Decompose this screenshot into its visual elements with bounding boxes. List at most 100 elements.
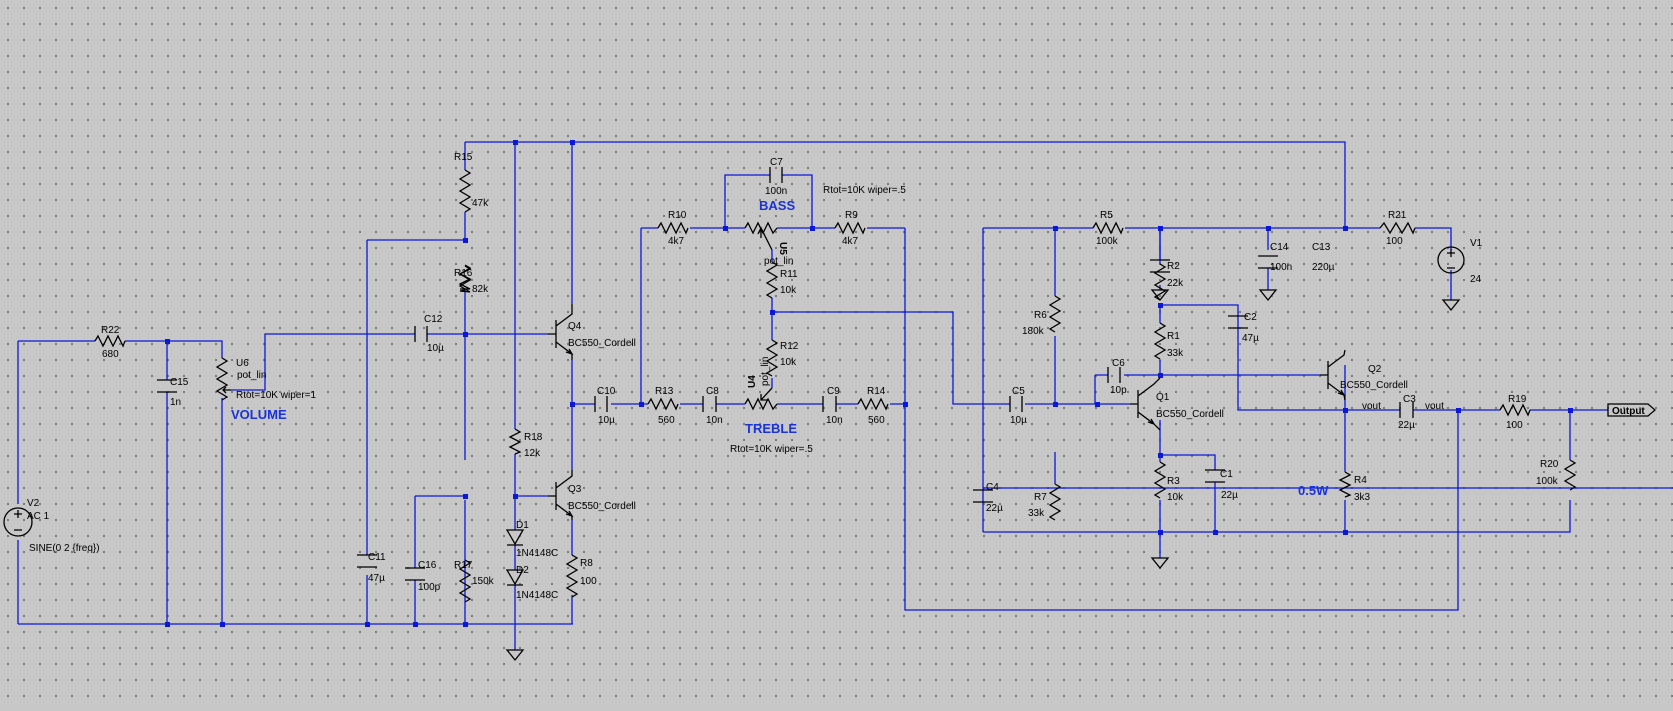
- r13-value: 560: [658, 415, 675, 426]
- resistor-r19: [1499, 403, 1531, 417]
- capacitor-c13: [1258, 255, 1278, 269]
- transistor-q1: [1130, 377, 1161, 431]
- r8-value: 100: [580, 576, 597, 587]
- r22-ref: R22: [101, 325, 120, 336]
- transistor-q3: [548, 470, 574, 520]
- potentiometers: [215, 221, 778, 411]
- u6-ref: U6: [236, 358, 249, 369]
- resistor-r16: [458, 264, 472, 293]
- c13-value: 220µ: [1312, 262, 1335, 273]
- r20-ref: R20: [1540, 459, 1559, 470]
- c4-ref: C4: [986, 482, 999, 493]
- capacitor-c4: [973, 489, 993, 503]
- resistor-r14: [857, 397, 889, 411]
- r14-value: 560: [868, 415, 885, 426]
- c11-ref: C11: [368, 552, 386, 563]
- r5-ref: R5: [1100, 210, 1113, 221]
- c4-value: 22µ: [986, 503, 1003, 514]
- r21-ref: R21: [1388, 210, 1407, 221]
- bass-label: BASS: [759, 198, 795, 213]
- capacitor-c7: [769, 167, 783, 183]
- diodes: [505, 529, 525, 586]
- q1-ref: Q1: [1156, 392, 1170, 403]
- capacitor-c1: [1205, 469, 1225, 483]
- resistor-r22: [94, 334, 126, 348]
- u5-ref: U5: [777, 242, 788, 255]
- c3-value: 22µ: [1398, 420, 1415, 431]
- capacitor-c10: [594, 396, 608, 412]
- r6-value: 180k: [1022, 326, 1045, 337]
- r9-value: 4k7: [842, 236, 859, 247]
- pot-u4: [744, 397, 778, 411]
- r7-ref: R7: [1034, 492, 1047, 503]
- wires: [17, 141, 1673, 650]
- c10-value: 10µ: [598, 415, 615, 426]
- u4-ref: U4: [747, 375, 758, 388]
- r4-ref: R4: [1354, 475, 1367, 486]
- resistor-r13: [647, 397, 679, 411]
- r10-value: 4k7: [668, 236, 685, 247]
- c13-ref: C13: [1312, 242, 1331, 253]
- v1-ref: V1: [1470, 238, 1483, 249]
- r2-value: 22k: [1167, 278, 1184, 289]
- transistor-q4: [548, 304, 574, 360]
- vout-label-2: vout: [1425, 401, 1444, 412]
- capacitor-c2: [1228, 315, 1248, 329]
- u6-param: Rtot=10K wiper=1: [236, 390, 316, 401]
- r13-ref: R13: [655, 386, 674, 397]
- resistor-r12: [765, 339, 779, 377]
- r2-ref: R2: [1167, 261, 1180, 272]
- r20-value: 100k: [1536, 476, 1559, 487]
- c14-ref: C14: [1270, 242, 1289, 253]
- capacitor-c16: [405, 567, 425, 581]
- labels: R22 680 C15 1n U6 pot_lin Rtot=10K wiper…: [27, 152, 1645, 601]
- resistor-r10: [657, 221, 689, 235]
- c15-value: 1n: [170, 397, 181, 408]
- resistor-r4: [1338, 471, 1352, 498]
- resistor-r16b: [458, 265, 472, 290]
- capacitor-c8: [702, 396, 717, 412]
- q3-ref: Q3: [568, 484, 582, 495]
- ground-symbol: [1150, 289, 1170, 302]
- r11-ref: R11: [780, 269, 798, 280]
- r15-ref: R15: [454, 152, 473, 163]
- u4-param: Rtot=10K wiper=.5: [730, 444, 813, 455]
- q4-model: BC550_Cordell: [568, 338, 636, 349]
- source-v1: [1437, 246, 1465, 274]
- r16-value: 82k: [472, 284, 489, 295]
- c16-ref: C16: [418, 560, 437, 571]
- u4-model: pot_lin: [760, 357, 771, 386]
- capacitor-c12: [414, 326, 428, 342]
- pot-u6: [215, 357, 229, 401]
- c3-ref: C3: [1403, 394, 1416, 405]
- r1-value: 33k: [1167, 348, 1184, 359]
- ground-symbol: [1441, 299, 1461, 312]
- c16-value: 100p: [418, 582, 441, 593]
- r1-ref: R1: [1167, 331, 1180, 342]
- c8-ref: C8: [706, 386, 719, 397]
- capacitor-c11: [357, 554, 377, 568]
- r9-ref: R9: [845, 210, 858, 221]
- r18-ref: R18: [524, 432, 543, 443]
- v2-source: SINE(0 2 {freq}): [29, 543, 100, 554]
- d2-ref: D2: [516, 565, 529, 576]
- resistor-r3: [1153, 461, 1167, 499]
- capacitor-c3: [1399, 402, 1414, 418]
- r14-ref: R14: [867, 386, 886, 397]
- q2-ref: Q2: [1368, 364, 1382, 375]
- diode-d1: [505, 529, 525, 546]
- c6-ref: C6: [1112, 358, 1125, 369]
- q3-model: BC550_Cordell: [568, 501, 636, 512]
- resistor-r5: [1092, 221, 1124, 235]
- capacitor-c14: [1150, 259, 1170, 273]
- c7-value: 100n: [765, 186, 787, 197]
- v2-value: AC 1: [27, 511, 50, 522]
- junctions: [165, 140, 1573, 627]
- ground-symbol: [505, 649, 525, 662]
- r11-value: 10k: [780, 285, 797, 296]
- c10-ref: C10: [597, 386, 616, 397]
- d2-model: 1N4148C: [516, 590, 558, 601]
- transistor-q2: [1320, 349, 1346, 401]
- treble-label: TREBLE: [745, 421, 797, 436]
